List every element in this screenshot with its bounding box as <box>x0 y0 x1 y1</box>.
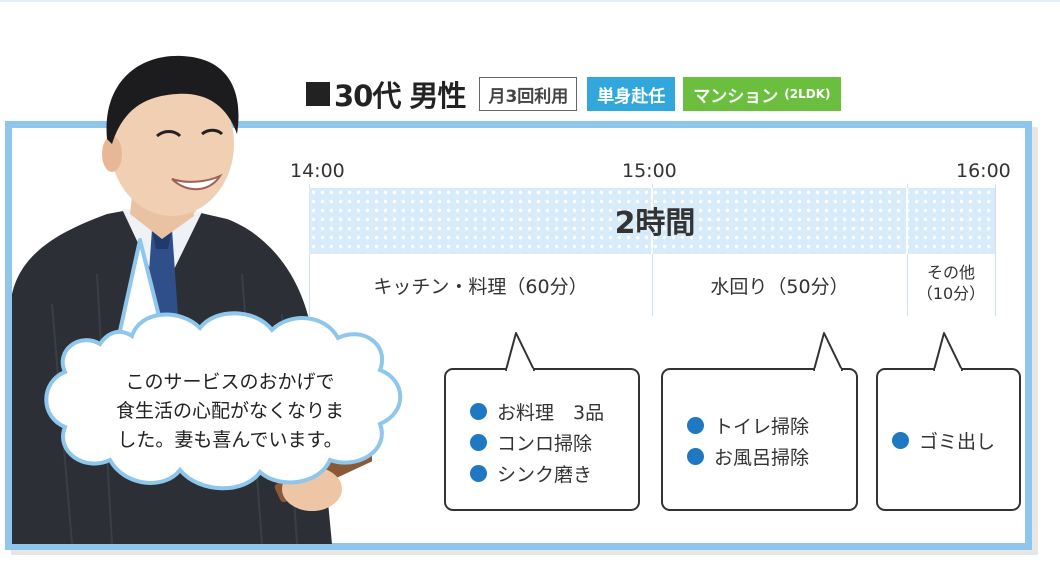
segment-label-water: 水回り（50分） <box>710 276 849 298</box>
time-label-middle: 15:00 <box>622 160 677 182</box>
list-item: トイレ掃除 <box>687 410 809 441</box>
task-box-water: トイレ掃除 お風呂掃除 <box>661 368 858 511</box>
usage-frequency-label: 月3回利用 <box>488 86 569 107</box>
speech-cloud <box>44 238 403 491</box>
callout-pointer <box>505 332 535 371</box>
testimonial-line: このサービスのおかげで <box>125 371 335 393</box>
callout-pointer <box>813 332 843 371</box>
profile-title: 30代 男性 <box>306 73 466 115</box>
list-item: シンク磨き <box>470 458 604 489</box>
bullet-dot-icon <box>892 432 909 449</box>
callout-pointer <box>933 332 963 371</box>
square-bullet-icon <box>306 82 330 106</box>
list-item: お風呂掃除 <box>687 441 809 472</box>
frame-shadow-bottom <box>11 550 1038 555</box>
band-divider <box>651 188 653 254</box>
bullet-dot-icon <box>687 417 704 434</box>
segment-label-kitchen: キッチン・料理（60分） <box>373 276 588 298</box>
band-divider <box>906 188 908 254</box>
timeline-tick <box>995 184 996 316</box>
bullet-dot-icon <box>687 448 704 465</box>
bullet-dot-icon <box>470 465 487 482</box>
bullet-dot-icon <box>470 434 487 451</box>
profile-title-text: 30代 男性 <box>334 79 466 113</box>
testimonial-line: した。妻も喜んでいます。 <box>117 429 343 451</box>
total-duration: 2時間 <box>614 206 696 241</box>
time-label-start: 14:00 <box>290 160 345 182</box>
testimonial-line: 食生活の心配がなくなりま <box>115 400 344 422</box>
bullet-dot-icon <box>470 403 487 420</box>
task-text: コンロ掃除 <box>497 433 593 455</box>
task-list: お料理 3品 コンロ掃除 シンク磨き <box>470 396 604 489</box>
top-rule <box>0 0 1060 2</box>
task-list: ゴミ出し <box>892 425 995 456</box>
segment-label-other-line2: （10分） <box>916 284 986 303</box>
housing-label: マンション <box>693 86 779 107</box>
list-item: ゴミ出し <box>892 425 995 456</box>
task-text: お料理 3品 <box>497 402 605 424</box>
task-box-other: ゴミ出し <box>876 368 1021 511</box>
profile-header: 30代 男性 月3回利用 単身赴任 マンション (2LDK) <box>306 74 841 114</box>
list-item: お料理 3品 <box>470 396 604 427</box>
segment-label-other: その他 （10分） <box>907 262 995 304</box>
lifestyle-label: 単身赴任 <box>597 86 666 107</box>
task-list: トイレ掃除 お風呂掃除 <box>687 410 809 472</box>
task-text: トイレ掃除 <box>714 416 810 438</box>
list-item: コンロ掃除 <box>470 427 604 458</box>
segment-label-other-line1: その他 <box>926 263 975 282</box>
task-box-kitchen: お料理 3品 コンロ掃除 シンク磨き <box>444 368 640 511</box>
testimonial-text: このサービスのおかげで 食生活の心配がなくなりま した。妻も喜んでいます。 <box>75 368 385 455</box>
lifestyle-tag: 単身赴任 <box>587 77 676 111</box>
task-text: ゴミ出し <box>919 431 996 453</box>
time-label-end: 16:00 <box>956 160 1011 182</box>
usage-frequency-tag: 月3回利用 <box>479 77 578 111</box>
housing-size-label: (2LDK) <box>784 87 831 101</box>
task-text: お風呂掃除 <box>714 447 810 469</box>
housing-tag: マンション (2LDK) <box>683 77 841 111</box>
task-text: シンク磨き <box>497 464 593 486</box>
frame-shadow-right <box>1032 127 1038 553</box>
